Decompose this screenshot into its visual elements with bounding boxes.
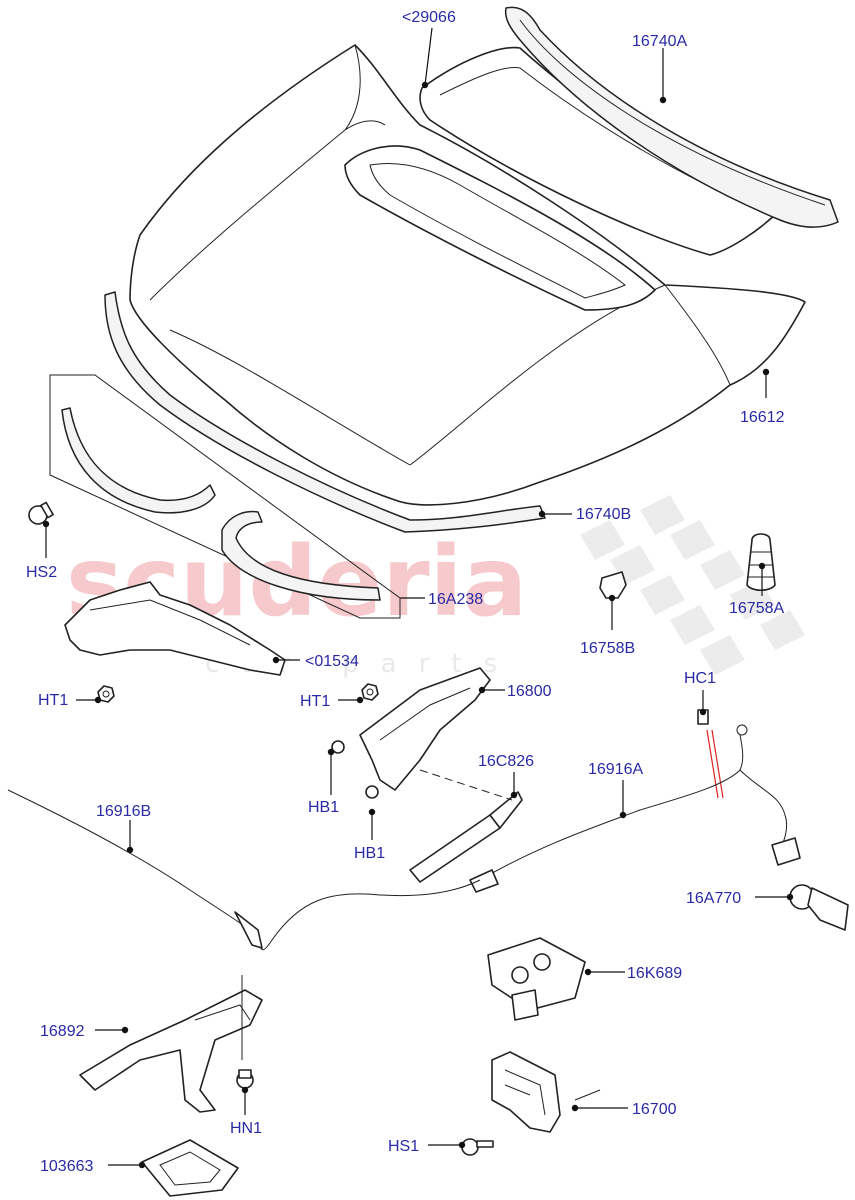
label-16758B: 16758B (580, 640, 635, 657)
label-16C826: 16C826 (478, 753, 534, 770)
label-HB1-upper: HB1 (308, 799, 339, 816)
label-16758A: 16758A (729, 600, 784, 617)
hinge-16800 (331, 667, 491, 799)
screw-HS1 (461, 1138, 494, 1156)
label-16916A: 16916A (588, 761, 643, 778)
label-16916B: 16916B (96, 803, 151, 820)
cable-16916A (469, 724, 801, 893)
label-01534: <01534 (305, 653, 359, 670)
leader-lines (42, 27, 794, 1169)
label-103663: 103663 (40, 1158, 93, 1175)
gas-strut-16C826 (409, 769, 523, 883)
label-HT1-left: HT1 (38, 692, 68, 709)
bump-stop-16758B (599, 571, 627, 599)
label-16800: 16800 (507, 683, 552, 700)
bracket-16892 (79, 975, 263, 1113)
label-16K689: 16K689 (627, 965, 682, 982)
bracket-01534 (64, 581, 286, 676)
label-HS1: HS1 (388, 1138, 419, 1155)
label-HB1-lower: HB1 (354, 845, 385, 862)
nut-HN1 (236, 1069, 254, 1089)
label-HC1: HC1 (684, 670, 716, 687)
nut-HT1-right (361, 683, 379, 701)
label-16700: 16700 (632, 1101, 677, 1118)
hood-panel (129, 44, 806, 506)
lock-16K689 (487, 937, 586, 1021)
seal-16740B (104, 291, 546, 533)
label-16740B: 16740B (576, 506, 631, 523)
release-handle-16A770 (789, 884, 849, 931)
seal-16740A (504, 6, 839, 228)
cable-16916B (7, 789, 481, 951)
label-29066: <29066 (402, 9, 456, 26)
seal-kit-16A238 (49, 374, 401, 619)
pad-103663 (141, 1139, 239, 1197)
label-16612: 16612 (740, 409, 785, 426)
label-16892: 16892 (40, 1023, 85, 1040)
label-HT1-right: HT1 (300, 693, 330, 710)
label-16A238: 16A238 (428, 591, 483, 608)
latch-16700 (491, 1051, 601, 1133)
label-16A770: 16A770 (686, 890, 741, 907)
clip-HC1 (697, 709, 724, 799)
label-HS2: HS2 (26, 564, 57, 581)
bump-stop-16758A (746, 533, 776, 592)
part-labels: <29066 16740A 16612 16740B HS2 16A238 16… (26, 9, 785, 1175)
label-16740A: 16740A (632, 33, 687, 50)
label-HN1: HN1 (230, 1120, 262, 1137)
screw-HS2 (28, 501, 54, 525)
